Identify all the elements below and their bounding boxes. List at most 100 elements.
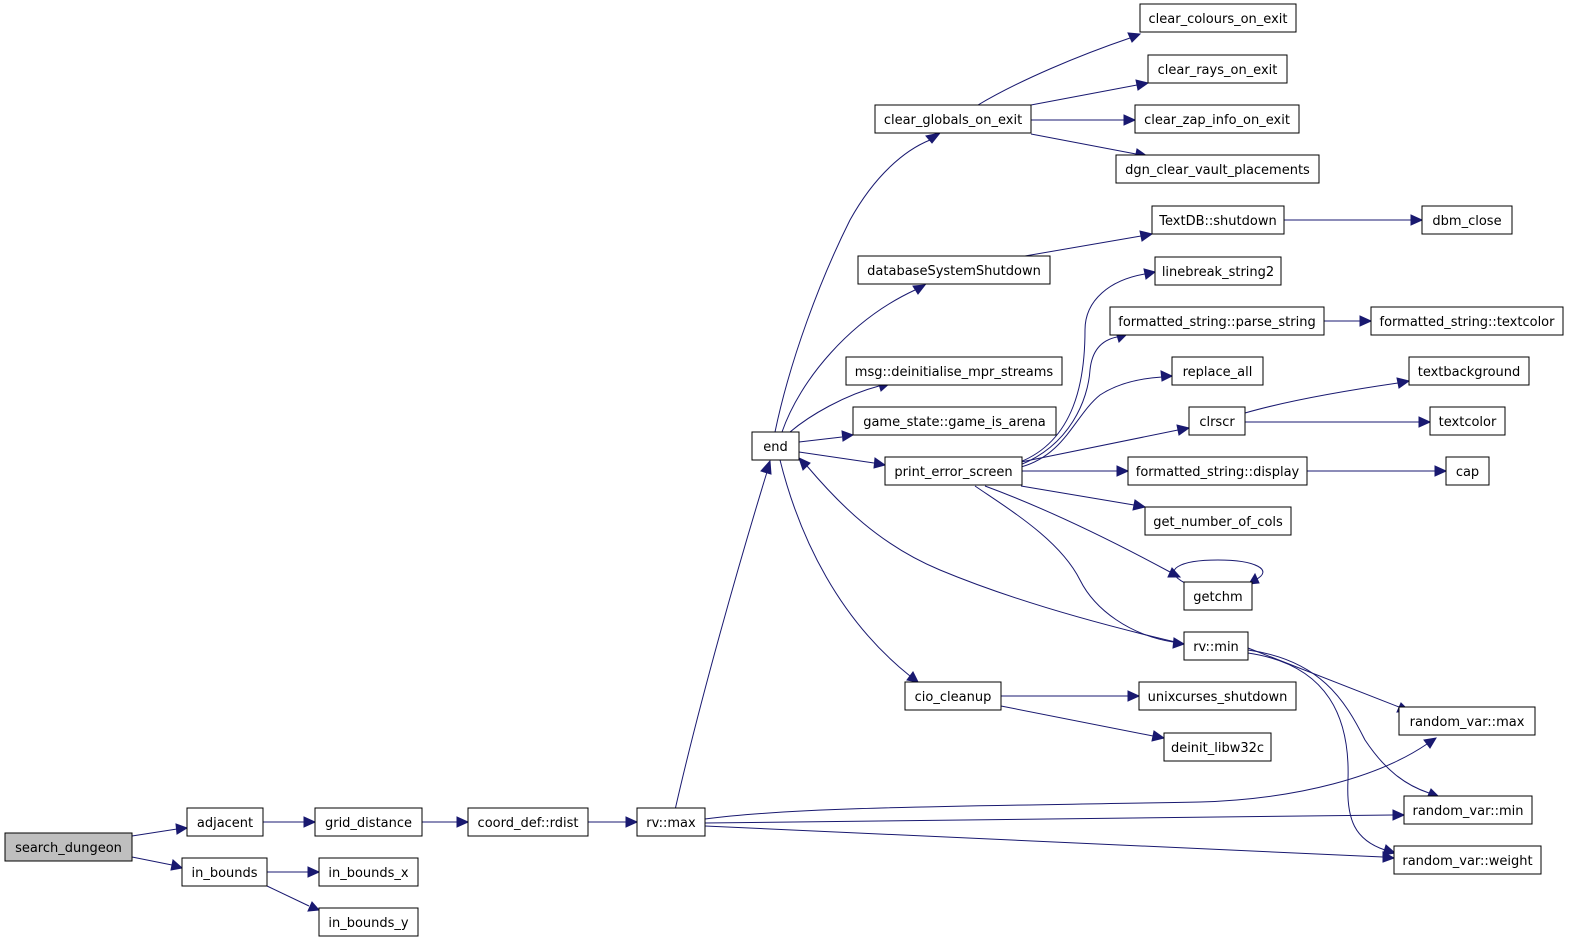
node-textcolor[interactable]: textcolor	[1429, 406, 1506, 436]
node-label: in_bounds_y	[328, 916, 409, 931]
node-label: cap	[1456, 465, 1479, 480]
node-label: coord_def::rdist	[478, 816, 579, 831]
node-label: clear_rays_on_exit	[1158, 63, 1278, 78]
node-label: getchm	[1193, 590, 1242, 605]
node-label: rv::max	[646, 816, 696, 831]
node-label: databaseSystemShutdown	[867, 264, 1041, 279]
edge-rv-max-random-var-min	[704, 809, 1406, 824]
node-clear-rays-on-exit[interactable]: clear_rays_on_exit	[1147, 54, 1288, 84]
node-label: clrscr	[1199, 415, 1235, 430]
node-clear-colours-on-exit[interactable]: clear_colours_on_exit	[1139, 3, 1297, 33]
edge-adjacent-grid-distance	[263, 816, 317, 828]
edge-end-game-is-arena	[798, 430, 855, 443]
node-label: get_number_of_cols	[1153, 515, 1283, 530]
edge-pes-clrscr	[1020, 424, 1191, 463]
node-label: end	[763, 440, 788, 455]
node-label: random_var::weight	[1402, 854, 1532, 869]
edge-cio-unixcurses	[1001, 690, 1141, 702]
node-print-error-screen[interactable]: print_error_screen	[884, 456, 1023, 486]
edge-clear-globals-zap	[1031, 114, 1137, 126]
edge-end-cio-cleanup	[779, 459, 919, 683]
node-dgn-clear-vault-placements[interactable]: dgn_clear_vault_placements	[1115, 154, 1320, 184]
node-coord-def-rdist[interactable]: coord_def::rdist	[467, 807, 589, 837]
node-random-var-min[interactable]: random_var::min	[1403, 795, 1533, 825]
node-dbm-close[interactable]: dbm_close	[1421, 205, 1513, 235]
edge-rv-max-random-var-max	[704, 737, 1437, 820]
node-label: rv::min	[1193, 640, 1239, 655]
node-label: clear_colours_on_exit	[1149, 12, 1288, 27]
node-clear-globals-on-exit[interactable]: clear_globals_on_exit	[874, 104, 1032, 134]
node-label: print_error_screen	[894, 465, 1012, 480]
node-textdb-shutdown[interactable]: TextDB::shutdown	[1151, 205, 1285, 235]
edge-getchm-self	[1173, 559, 1264, 585]
edge-rv-min-end	[798, 457, 1185, 645]
node-label: deinit_libw32c	[1171, 741, 1264, 756]
edge-pes-fs-display	[1021, 465, 1130, 477]
call-nodes: search_dungeon adjacent in_bounds grid_d…	[4, 3, 1564, 937]
edge-clear-globals-rays	[1030, 79, 1150, 106]
node-cap[interactable]: cap	[1445, 456, 1490, 486]
node-random-var-max[interactable]: random_var::max	[1398, 706, 1536, 736]
edge-rdist-rv-max	[588, 816, 639, 828]
node-fs-textcolor[interactable]: formatted_string::textcolor	[1370, 306, 1564, 336]
edge-fs-display-cap	[1307, 465, 1448, 477]
node-end[interactable]: end	[751, 431, 800, 461]
edge-pes-parse-string	[1019, 331, 1129, 466]
node-in-bounds-y[interactable]: in_bounds_y	[318, 907, 419, 937]
node-in-bounds[interactable]: in_bounds	[181, 857, 268, 887]
node-label: dbm_close	[1432, 214, 1501, 229]
node-adjacent[interactable]: adjacent	[186, 807, 264, 837]
node-deinit-libw32c[interactable]: deinit_libw32c	[1163, 732, 1272, 762]
node-replace-all[interactable]: replace_all	[1171, 356, 1264, 386]
node-label: search_dungeon	[15, 841, 122, 856]
call-edges	[131, 32, 1448, 912]
node-getchm[interactable]: getchm	[1183, 581, 1253, 611]
node-label: adjacent	[197, 816, 253, 831]
edge-clrscr-textcolor	[1245, 416, 1432, 428]
node-label: random_var::min	[1413, 804, 1524, 819]
node-label: grid_distance	[325, 816, 412, 831]
node-fs-display[interactable]: formatted_string::display	[1127, 456, 1308, 486]
node-database-system-shutdown[interactable]: databaseSystemShutdown	[857, 255, 1051, 285]
node-linebreak-string2[interactable]: linebreak_string2	[1154, 256, 1282, 286]
edge-grid-distance-rdist	[422, 816, 470, 828]
node-rv-min[interactable]: rv::min	[1183, 631, 1249, 661]
edge-pes-replace-all	[1020, 370, 1174, 468]
edge-in-bounds-in-bounds-x	[267, 866, 321, 878]
node-clear-zap-info-on-exit[interactable]: clear_zap_info_on_exit	[1134, 104, 1300, 134]
edge-parse-string-textcolor	[1324, 315, 1373, 327]
edge-end-print-error-screen	[798, 451, 887, 469]
node-label: in_bounds_x	[328, 866, 409, 881]
node-clrscr[interactable]: clrscr	[1188, 406, 1246, 436]
edge-search-dungeon-adjacent	[131, 823, 189, 837]
node-game-is-arena[interactable]: game_state::game_is_arena	[852, 406, 1057, 436]
node-textbackground[interactable]: textbackground	[1408, 356, 1530, 386]
node-unixcurses-shutdown[interactable]: unixcurses_shutdown	[1138, 681, 1297, 711]
node-get-number-of-cols[interactable]: get_number_of_cols	[1144, 506, 1292, 536]
edge-end-database-shutdown	[781, 284, 927, 433]
node-label: game_state::game_is_arena	[863, 415, 1046, 430]
edge-clrscr-textbackground	[1244, 377, 1411, 414]
edge-textdb-dbm-close	[1284, 214, 1424, 226]
edge-search-dungeon-in-bounds	[131, 856, 184, 871]
node-rv-max[interactable]: rv::max	[636, 807, 706, 837]
node-label: linebreak_string2	[1162, 265, 1274, 280]
node-random-var-weight[interactable]: random_var::weight	[1393, 845, 1542, 875]
node-msg-deinitialise-mpr-streams[interactable]: msg::deinitialise_mpr_streams	[845, 356, 1063, 386]
edge-rv-max-end	[674, 459, 772, 811]
node-label: formatted_string::parse_string	[1118, 315, 1315, 330]
node-cio-cleanup[interactable]: cio_cleanup	[904, 681, 1002, 711]
node-label: random_var::max	[1410, 715, 1525, 730]
edge-database-textdb	[1024, 230, 1154, 257]
node-search-dungeon[interactable]: search_dungeon	[4, 832, 133, 862]
node-label: textcolor	[1439, 415, 1497, 430]
node-in-bounds-x[interactable]: in_bounds_x	[318, 857, 419, 887]
node-grid-distance[interactable]: grid_distance	[314, 807, 423, 837]
edge-clear-globals-colours	[977, 32, 1142, 106]
edge-in-bounds-in-bounds-y	[266, 885, 321, 912]
edge-pes-get-cols	[1020, 485, 1147, 511]
node-label: dgn_clear_vault_placements	[1125, 163, 1310, 178]
node-label: formatted_string::textcolor	[1380, 315, 1556, 330]
node-parse-string[interactable]: formatted_string::parse_string	[1109, 306, 1325, 336]
